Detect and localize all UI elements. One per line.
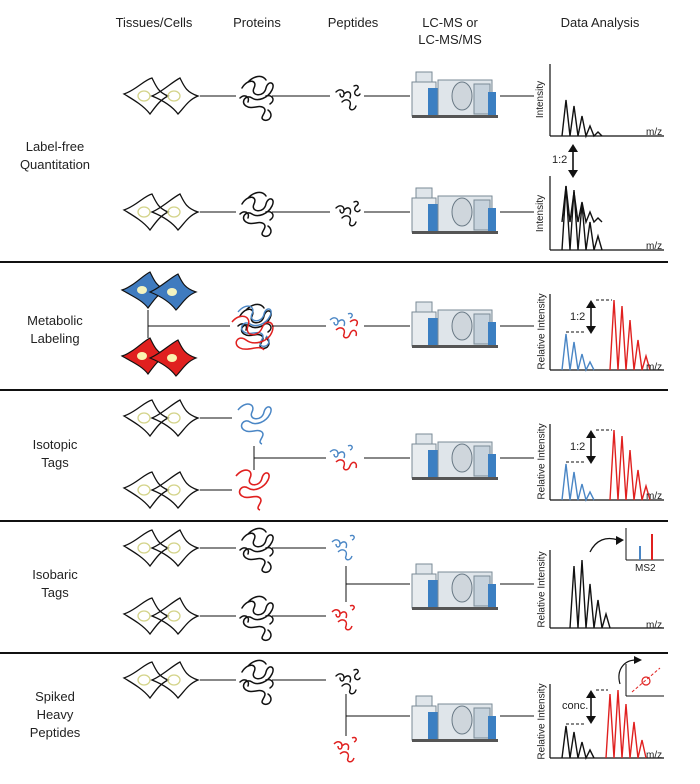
- peptide-icon-red: [331, 604, 355, 631]
- protein-icon: [239, 659, 274, 706]
- row-label-metabolic: Metabolic Labeling: [27, 313, 83, 346]
- x-axis-label: m/z: [646, 620, 663, 631]
- mixed-peptide-icon: [329, 312, 359, 339]
- cell-pair-icon: [123, 661, 199, 699]
- spectrum-plot: [549, 424, 664, 503]
- protein-icon: [239, 595, 274, 642]
- cell-pair-icon: [123, 471, 199, 509]
- peptide-icon-red: [333, 736, 357, 763]
- peptide-icon: [335, 84, 361, 111]
- spectrum-plot: [549, 684, 664, 761]
- protein-icon-red: [235, 469, 270, 511]
- y-axis-label: Relative Intensity: [536, 423, 548, 500]
- column-header-peptides: Peptides: [327, 15, 379, 30]
- column-header-tissues: Tissues/Cells: [115, 15, 193, 30]
- cell-pair-icon: [123, 77, 199, 115]
- cell-pair-icon: [123, 193, 199, 231]
- metabolic-cells: [120, 271, 198, 377]
- mixed-peptide-icon: [329, 444, 358, 471]
- y-axis-label: Intensity: [535, 194, 547, 233]
- instrument-icon: [411, 187, 499, 235]
- section-divider: [0, 652, 668, 654]
- section-divider: [0, 520, 668, 522]
- ratio-label: 1:2: [570, 311, 586, 323]
- mixed-protein-icon: [231, 303, 274, 351]
- peptide-icon-blue: [331, 534, 355, 561]
- protein-icon-blue: [237, 403, 272, 445]
- protein-icon: [239, 75, 274, 122]
- cell-pair-icon: [123, 597, 199, 635]
- ratio-label: 1:2: [570, 441, 586, 453]
- ms2-label: MS2: [635, 563, 656, 574]
- x-axis-label: m/z: [646, 241, 663, 252]
- y-axis-label: Relative Intensity: [536, 293, 548, 370]
- row-label-label-free: Label-free Quantitation: [19, 139, 91, 172]
- x-axis-label: m/z: [646, 491, 663, 502]
- column-header-proteins: Proteins: [233, 15, 281, 30]
- spectrum-plot: [549, 64, 664, 137]
- section-divider: [0, 389, 668, 391]
- ratio-arrow: [568, 144, 578, 178]
- row-label-isobaric: Isobaric Tags: [32, 567, 78, 600]
- instrument-icon: [411, 433, 499, 481]
- peptide-icon: [335, 200, 361, 227]
- instrument-icon: [411, 71, 499, 119]
- instrument-icon: [411, 695, 499, 743]
- spectrum-plot: [549, 536, 664, 629]
- label-free-row-b: [123, 187, 534, 238]
- spectrum-plot: [549, 176, 664, 251]
- cell-pair-icon: [123, 399, 199, 437]
- protein-icon: [239, 191, 274, 238]
- protein-icon: [239, 527, 274, 574]
- x-axis-label: m/z: [646, 362, 663, 373]
- row-label-spiked: Spiked Heavy Peptides: [29, 689, 81, 740]
- spectrum-peaks: [561, 99, 603, 137]
- section-divider: [0, 261, 668, 263]
- instrument-icon: [411, 563, 499, 611]
- spectrum-plot: [549, 294, 664, 373]
- x-axis-label: m/z: [646, 750, 663, 761]
- row-label-isotopic: Isotopic Tags: [32, 437, 78, 470]
- y-axis-label: Relative Intensity: [536, 683, 548, 760]
- ratio-label: 1:2: [552, 154, 568, 166]
- cell-pair-icon: [123, 529, 199, 567]
- x-axis-label: m/z: [646, 127, 663, 138]
- instrument-icon: [411, 301, 499, 349]
- peptide-icon: [335, 668, 361, 695]
- y-axis-label: Intensity: [535, 80, 547, 119]
- label-free-row-a: [123, 71, 534, 122]
- column-header-lcms: LC-MS or LC-MS/MS: [418, 15, 482, 47]
- column-header-data-analysis: Data Analysis: [560, 15, 640, 30]
- y-axis-label: Relative Intensity: [536, 551, 548, 628]
- conc-label: conc.: [562, 700, 589, 712]
- ms2-inset: [625, 528, 664, 561]
- calibration-inset: [618, 656, 664, 697]
